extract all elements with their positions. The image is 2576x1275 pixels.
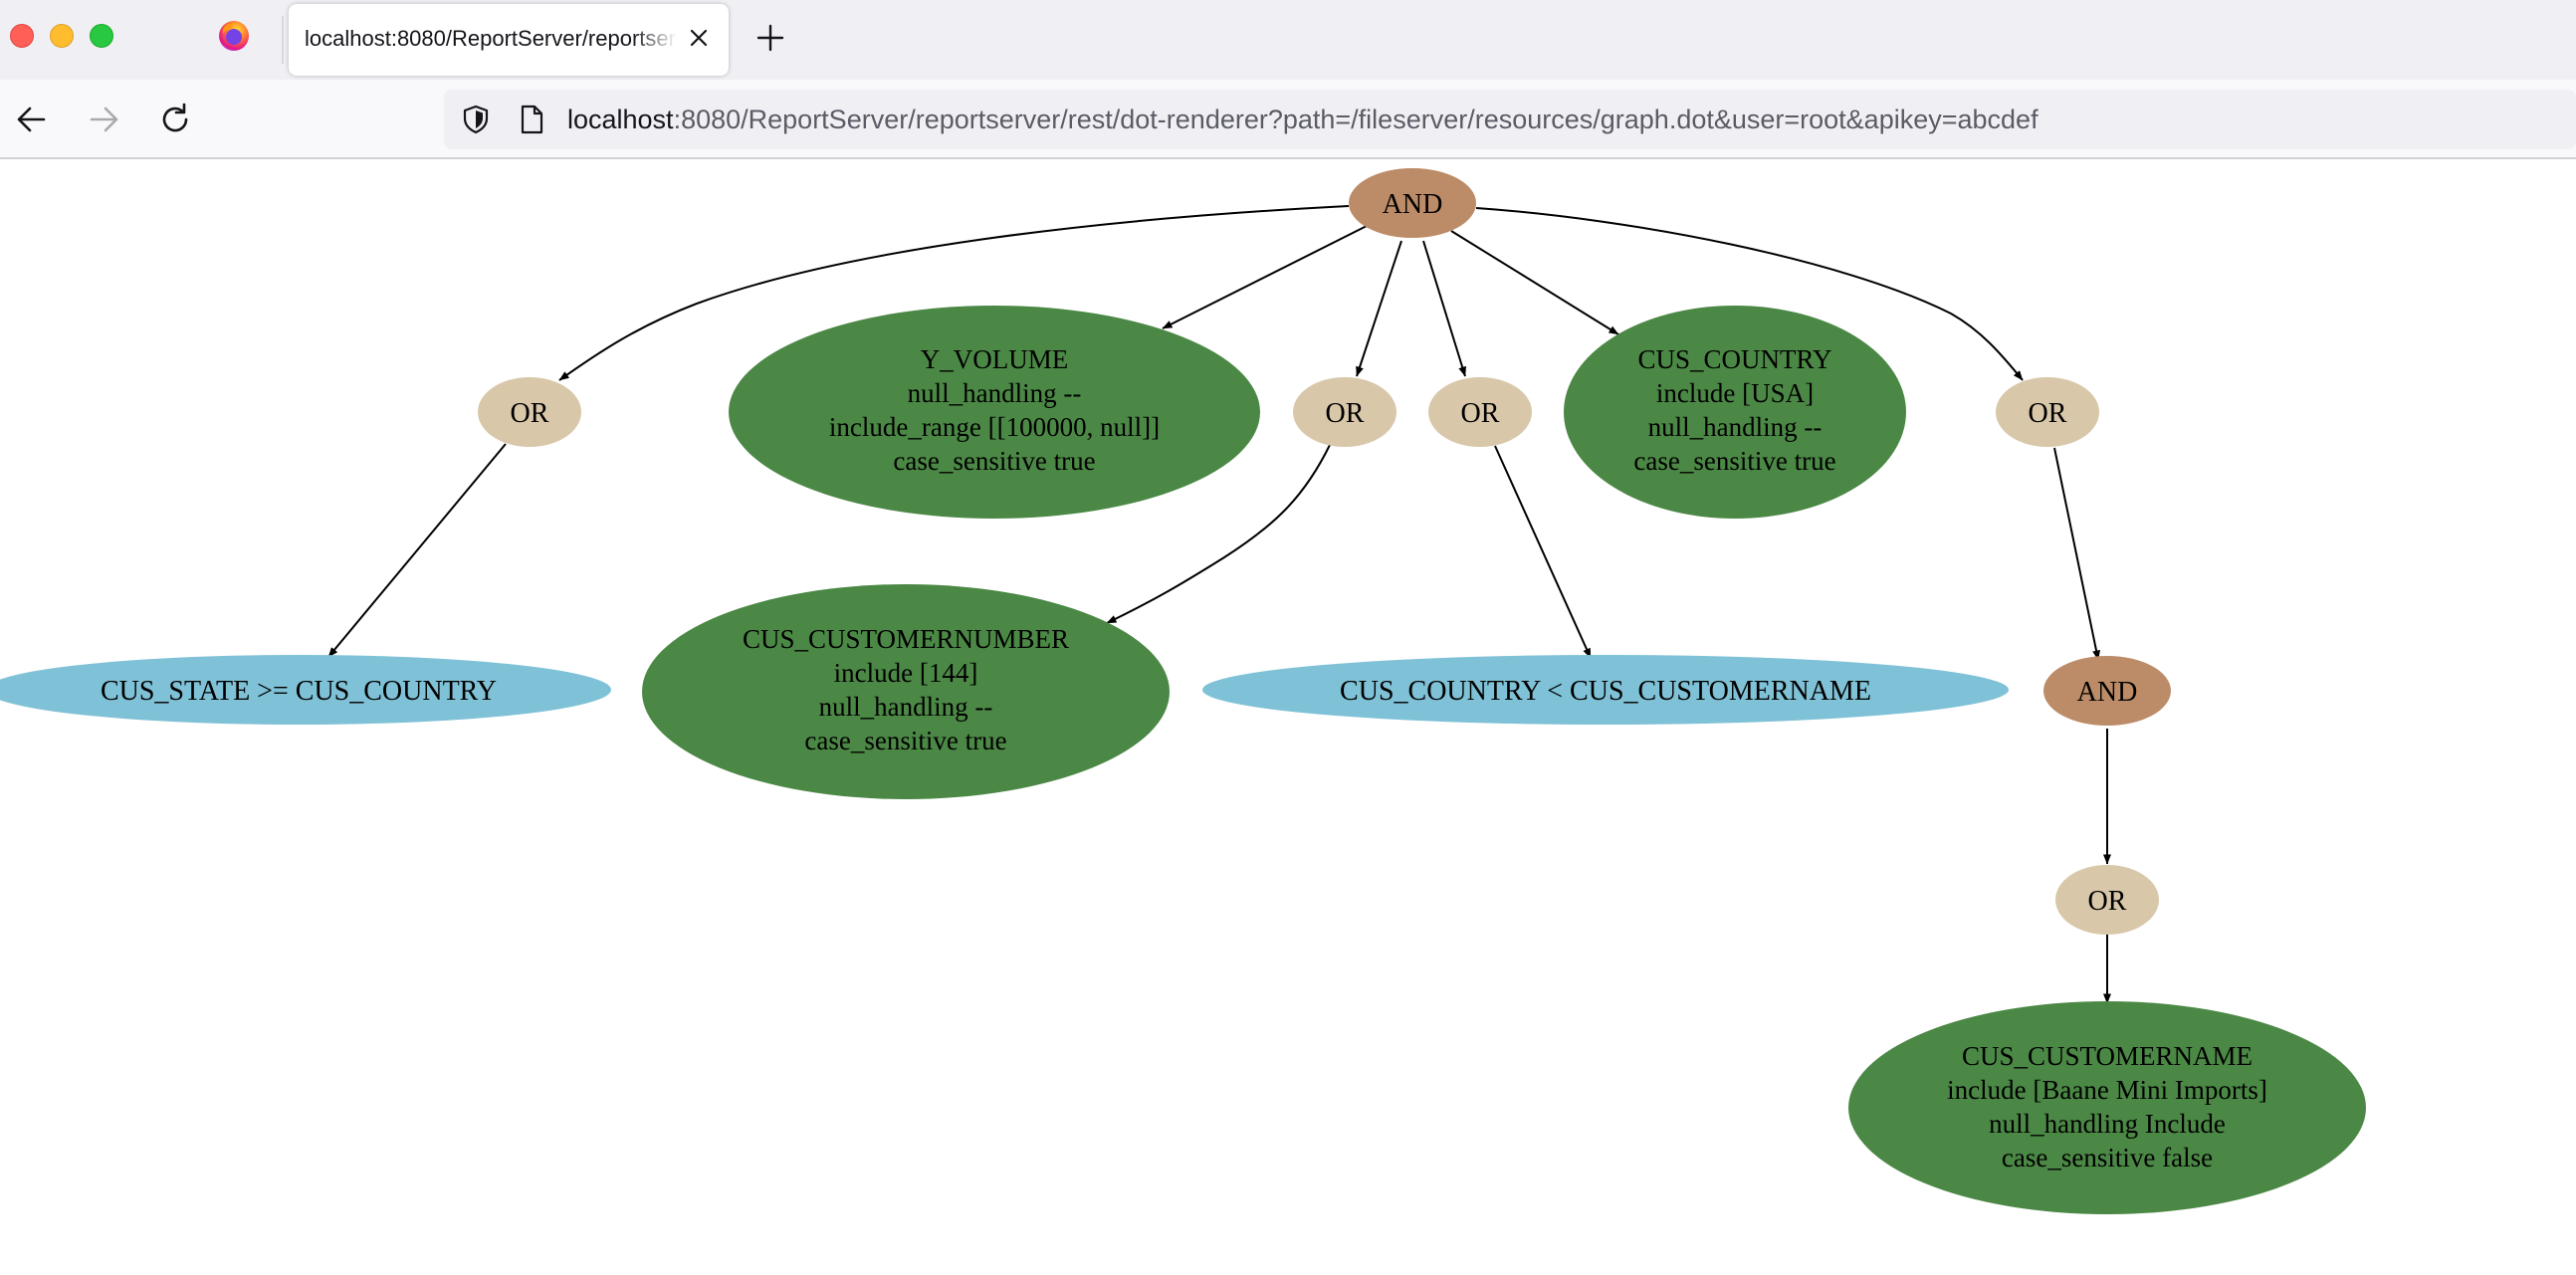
edge-or-4-to-and-2 [2053,447,2100,661]
node-label-line: null_handling -- [1648,412,1823,442]
tab-strip-divider [282,16,284,64]
node-label-line: include [144] [834,658,978,688]
shield-icon[interactable] [460,104,492,135]
page-content: AND OR Y_VOLUME null_handling -- include… [0,159,2576,1270]
node-label-line: include [USA] [1656,378,1814,408]
node-cus-country: CUS_COUNTRY include [USA] null_handling … [1564,306,1906,519]
node-and-root: AND [1349,168,1476,238]
node-and-2: AND [2043,656,2171,726]
node-label-line: AND [1383,189,1443,220]
node-label-line: OR [2029,398,2067,429]
node-or-5: OR [2055,865,2159,935]
url-path: :8080/ReportServer/reportserver/rest/dot… [673,105,2039,134]
node-or-4: OR [1996,377,2099,447]
window-close-button[interactable] [10,24,34,48]
edge-and-root-to-or-1 [558,205,1350,381]
node-or-3: OR [1428,377,1532,447]
tab-title: localhost:8080/ReportServer/reportserver… [305,26,677,51]
window-zoom-button[interactable] [90,24,113,48]
forward-arrow-icon[interactable] [84,100,123,139]
node-or-1: OR [478,377,581,447]
edge-and-root-to-or-2 [1356,240,1402,377]
close-icon[interactable] [685,24,713,52]
node-y-volume: Y_VOLUME null_handling -- include_range … [729,306,1260,519]
node-state-compare: CUS_STATE >= CUS_COUNTRY [0,655,611,725]
node-country-compare: CUS_COUNTRY < CUS_CUSTOMERNAME [1202,655,2009,725]
node-label-line: case_sensitive true [1633,446,1835,476]
edge-or-2-to-customernumber [1106,444,1331,624]
window-minimize-button[interactable] [50,24,74,48]
tab-strip: localhost:8080/ReportServer/reportserver… [0,0,2576,80]
node-label-line: null_handling -- [819,692,993,722]
plus-icon[interactable] [752,20,788,56]
node-label-line: CUS_COUNTRY [1637,344,1831,374]
node-label-line: case_sensitive true [804,726,1006,755]
node-label-line: null_handling -- [908,378,1082,408]
edge-or-3-to-country-compare [1494,445,1592,659]
node-customername: CUS_CUSTOMERNAME include [Baane Mini Imp… [1848,1001,2366,1214]
edge-or-1-to-state-compare [327,443,507,658]
url-text[interactable]: localhost:8080/ReportServer/reportserver… [567,105,2039,135]
edge-and-root-to-y-volume [1162,225,1368,329]
node-label-line: include [Baane Mini Imports] [1947,1075,2267,1105]
tab-active[interactable]: localhost:8080/ReportServer/reportserver… [289,4,729,76]
node-label-line: OR [1326,398,1365,429]
edge-and-root-to-cus-country [1450,230,1619,335]
firefox-logo-icon[interactable] [218,20,250,52]
node-customernumber: CUS_CUSTOMERNUMBER include [144] null_ha… [642,584,1170,799]
node-or-2: OR [1293,377,1396,447]
page-icon[interactable] [516,104,547,135]
node-label-line: CUS_CUSTOMERNAME [1962,1041,2253,1071]
node-label-line: OR [511,398,549,429]
node-label-line: AND [2077,677,2138,708]
navigation-toolbar: localhost:8080/ReportServer/reportserver… [0,80,2576,159]
edge-and-root-to-or-4 [1475,207,2024,381]
node-label-line: CUS_CUSTOMERNUMBER [743,624,1069,654]
dot-graph: AND OR Y_VOLUME null_handling -- include… [0,168,2366,1214]
node-label-line: OR [2088,886,2127,917]
node-label-line: case_sensitive false [2002,1143,2213,1172]
node-label-line: null_handling Include [1989,1109,2226,1139]
edge-and-root-to-or-3 [1422,240,1467,377]
url-host: localhost [567,105,674,134]
graph-edges [327,205,2111,1004]
node-label-line: include_range [[100000, null]] [829,412,1160,442]
node-label-line: OR [1461,398,1500,429]
node-label-line: CUS_STATE >= CUS_COUNTRY [101,676,497,707]
node-label-line: Y_VOLUME [921,344,1069,374]
node-label-line: CUS_COUNTRY < CUS_CUSTOMERNAME [1340,676,1871,707]
node-label-line: case_sensitive true [893,446,1095,476]
back-arrow-icon[interactable] [12,100,52,139]
reload-icon[interactable] [155,100,195,139]
url-bar[interactable]: localhost:8080/ReportServer/reportserver… [444,90,2576,149]
